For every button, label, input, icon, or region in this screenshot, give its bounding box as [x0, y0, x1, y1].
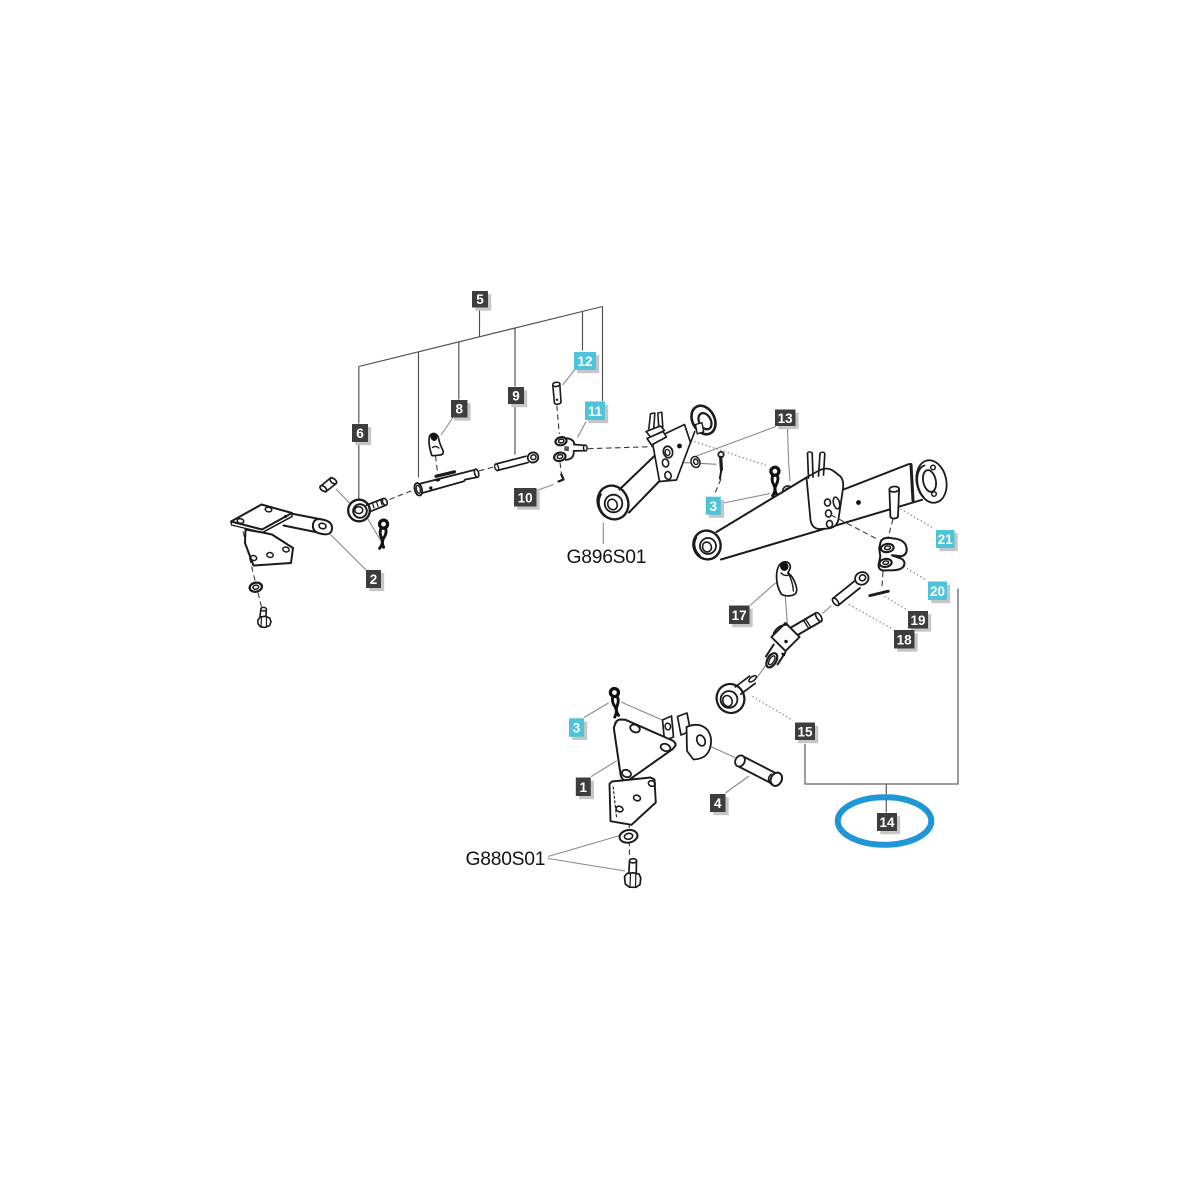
svg-text:18: 18 — [897, 633, 913, 648]
svg-text:19: 19 — [910, 613, 925, 628]
svg-text:21: 21 — [938, 532, 954, 547]
svg-text:11: 11 — [588, 404, 603, 419]
svg-text:20: 20 — [930, 584, 945, 599]
svg-text:14: 14 — [879, 815, 895, 830]
svg-text:13: 13 — [778, 411, 794, 426]
svg-text:G896S01: G896S01 — [567, 547, 647, 568]
svg-text:3: 3 — [573, 721, 581, 736]
svg-text:2: 2 — [370, 572, 378, 587]
svg-text:9: 9 — [512, 389, 520, 404]
svg-text:8: 8 — [455, 402, 463, 417]
svg-text:12: 12 — [577, 354, 592, 369]
svg-text:6: 6 — [356, 426, 364, 441]
svg-text:10: 10 — [518, 491, 533, 506]
svg-text:1: 1 — [580, 780, 588, 795]
svg-text:3: 3 — [710, 499, 718, 514]
svg-text:G880S01: G880S01 — [466, 849, 546, 870]
svg-text:17: 17 — [732, 608, 747, 623]
svg-text:15: 15 — [797, 724, 813, 739]
svg-text:5: 5 — [476, 292, 484, 307]
svg-text:4: 4 — [714, 796, 722, 811]
